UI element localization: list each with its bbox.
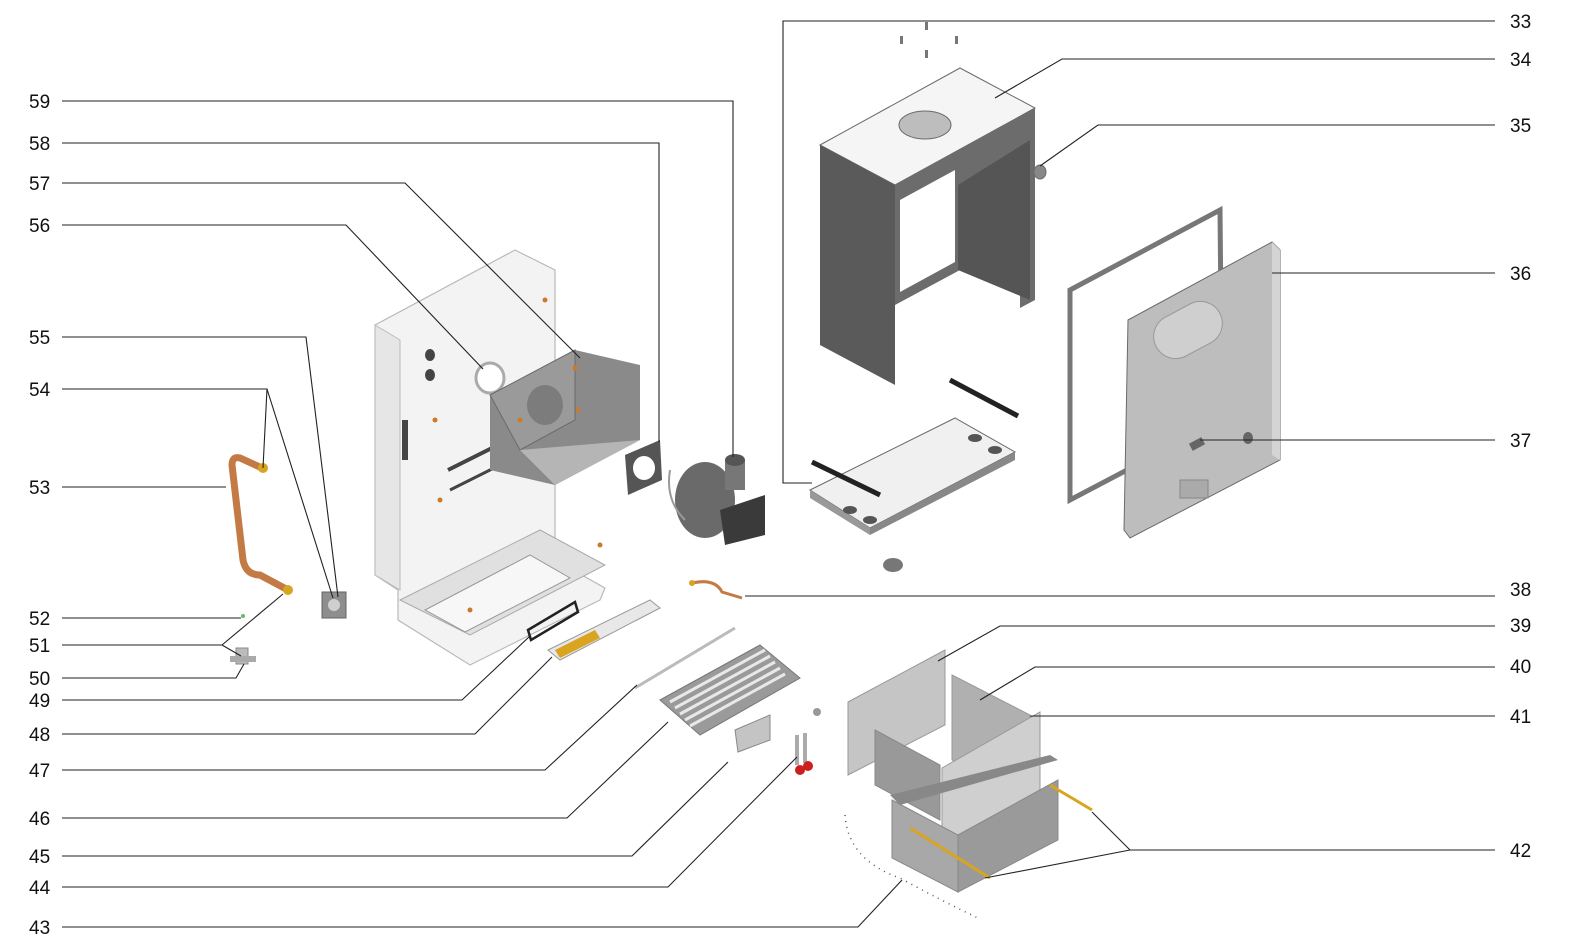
callout-39: 39: [1510, 616, 1531, 637]
callout-38: 38: [1510, 580, 1531, 601]
part-flue-gasket: [625, 440, 662, 495]
callout-51: 51: [29, 636, 50, 657]
callout-labels: 33 34 35 36 37 38 39 40 41 42 43 44 45 4…: [29, 12, 1532, 939]
callout-46: 46: [29, 809, 50, 830]
callout-34: 34: [1510, 50, 1532, 71]
leader-lines: [62, 20, 1495, 928]
callout-36: 36: [1510, 264, 1531, 285]
callout-56: 56: [29, 216, 50, 237]
part-screws-top: [900, 22, 958, 58]
callout-40: 40: [1510, 657, 1531, 678]
part-main-chassis: [374, 249, 640, 666]
part-gas-valve: [321, 591, 347, 619]
callout-35: 35: [1510, 116, 1531, 137]
callout-59: 59: [29, 92, 50, 113]
part-front-cover: [1067, 205, 1281, 539]
callout-43: 43: [29, 918, 50, 939]
callout-47: 47: [29, 761, 50, 782]
callout-52: 52: [29, 609, 50, 630]
part-grommet: [1033, 164, 1047, 180]
callout-54: 54: [29, 380, 51, 401]
part-burner: [634, 626, 801, 753]
callout-42: 42: [1510, 841, 1531, 862]
part-electrodes: [795, 708, 821, 775]
callout-37: 37: [1510, 431, 1531, 452]
part-copper-pipe: [228, 454, 293, 595]
callout-33: 33: [1510, 12, 1531, 33]
callout-50: 50: [29, 669, 50, 690]
callout-58: 58: [29, 134, 50, 155]
part-top-hood: [818, 67, 1037, 385]
callout-48: 48: [29, 725, 50, 746]
callout-44: 44: [29, 878, 51, 899]
part-chamber-box: [844, 755, 1093, 919]
callout-53: 53: [29, 478, 50, 499]
callout-45: 45: [29, 847, 50, 868]
part-fan: [668, 454, 765, 545]
part-tap-fitting: [230, 614, 256, 665]
part-sensor-probe: [689, 580, 743, 600]
part-bottom-tray: [808, 377, 1020, 572]
callout-57: 57: [29, 174, 50, 195]
callout-55: 55: [29, 328, 50, 349]
callout-49: 49: [29, 691, 50, 712]
callout-41: 41: [1510, 707, 1531, 728]
